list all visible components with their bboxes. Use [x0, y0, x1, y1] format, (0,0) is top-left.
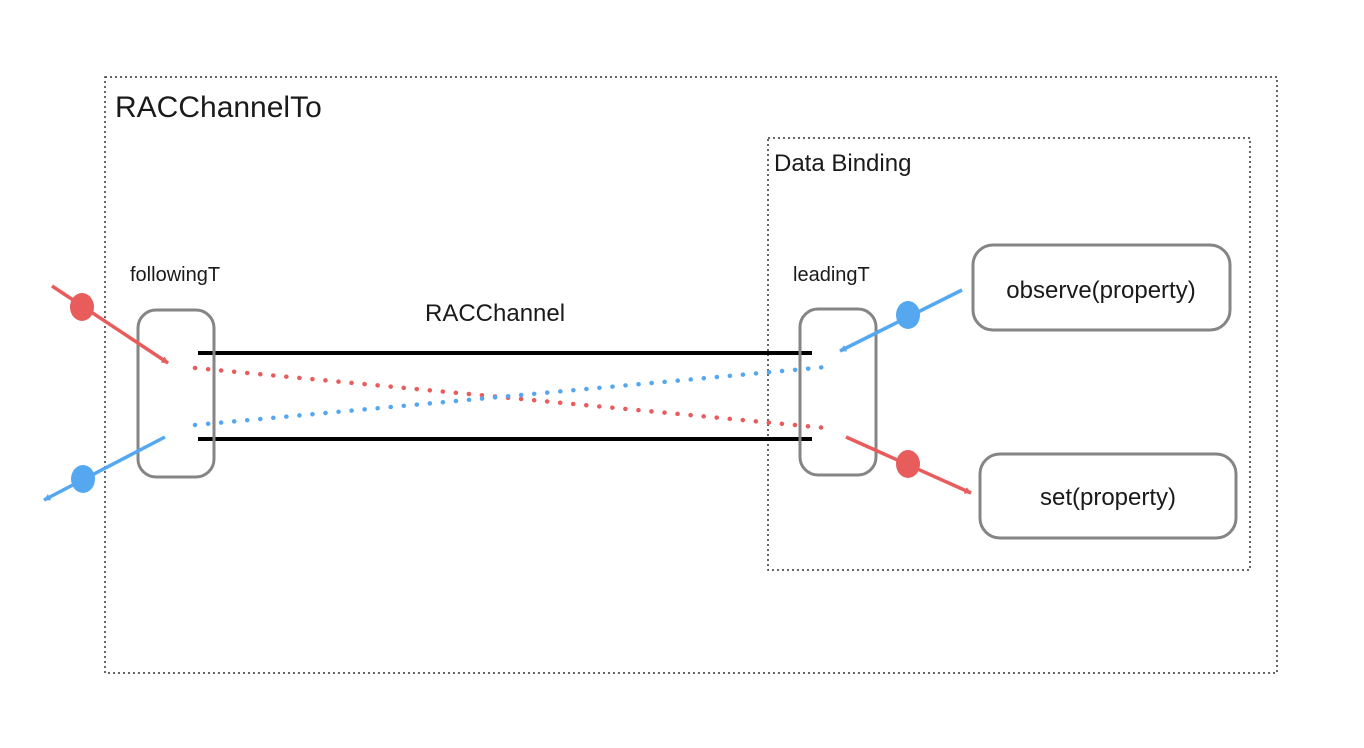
following-terminal-label: followingT: [130, 264, 220, 286]
data-binding-title: Data Binding: [774, 150, 911, 177]
blue-input-dot: [896, 301, 920, 329]
data-binding-container: [767, 137, 1251, 571]
set-property-box: [978, 452, 1238, 540]
following-terminal: [136, 308, 216, 479]
red-signal-path: [192, 365, 829, 431]
red-input-arrow: [51, 284, 169, 365]
red-input-dot: [70, 293, 94, 321]
leading-terminal-label: leadingT: [793, 264, 870, 286]
observe-property-label: observe(property): [1006, 277, 1195, 304]
blue-output-dot: [71, 465, 95, 493]
racchannelto-title: RACChannelTo: [115, 91, 322, 124]
set-property-label: set(property): [1040, 484, 1176, 511]
observe-property-box: [971, 243, 1232, 332]
channel-label: RACChannel: [425, 300, 565, 327]
leading-terminal: [798, 307, 878, 477]
blue-output-arrow: [43, 435, 166, 502]
red-output-dot: [896, 450, 920, 478]
racchannelto-container: [104, 76, 1278, 674]
blue-signal-path: [192, 364, 829, 428]
